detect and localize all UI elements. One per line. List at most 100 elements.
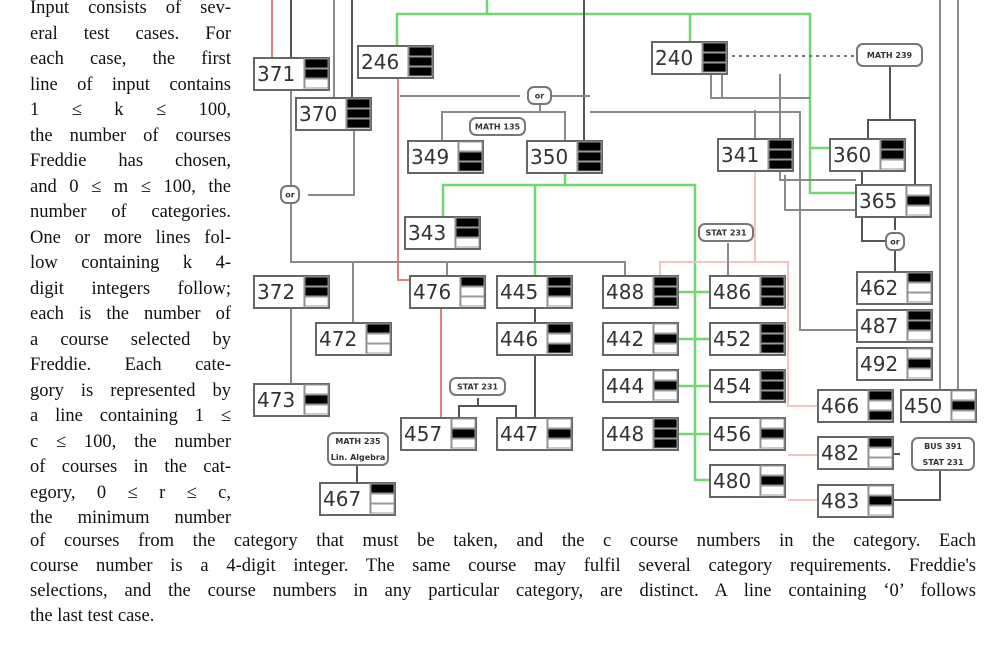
term-offering-bar <box>880 139 905 150</box>
course-number: 445 <box>500 280 538 304</box>
course-number: 482 <box>821 441 859 465</box>
course-number: 240 <box>655 46 693 70</box>
term-offering-bar <box>907 368 932 379</box>
term-offering-bar <box>460 276 485 287</box>
course-number: 349 <box>411 145 449 169</box>
text-line: selections, and the course numbers in an… <box>30 581 976 601</box>
svg-text:MATH 239: MATH 239 <box>867 51 913 60</box>
prerequisite-edge <box>660 261 818 407</box>
prerequisite-edge <box>290 204 626 276</box>
term-offering-bar <box>547 276 572 287</box>
course-node-483: 483 <box>817 484 894 518</box>
course-node-487: 487 <box>856 309 933 343</box>
term-offering-bar <box>768 159 793 170</box>
term-offering-bar <box>760 418 785 429</box>
term-offering-bar <box>868 410 893 421</box>
text-line: of courses in the cat- <box>30 457 231 477</box>
course-number: 462 <box>860 276 898 300</box>
course-number: 487 <box>860 314 898 338</box>
term-offering-bar <box>868 437 893 448</box>
term-offering-bar <box>906 185 931 196</box>
term-offering-bar <box>547 323 572 334</box>
term-offering-bar <box>458 161 483 172</box>
term-offering-bar <box>547 333 572 344</box>
term-offering-bar <box>868 457 893 468</box>
course-node-442: 442 <box>602 322 679 356</box>
term-offering-bar <box>907 272 932 283</box>
prerequisite-edge <box>458 398 479 418</box>
term-offering-bar <box>304 286 329 297</box>
term-offering-bar <box>760 485 785 496</box>
course-number: 483 <box>821 489 859 513</box>
prerequisite-edge <box>808 148 856 195</box>
course-node-343: 343 <box>404 216 481 250</box>
term-offering-bar <box>760 276 785 287</box>
text-line: digit integers follow; <box>30 278 231 299</box>
prerequisite-edge <box>808 46 830 150</box>
or-gate: or <box>280 185 300 204</box>
term-offering-bar <box>907 310 932 321</box>
term-offering-bar <box>702 62 727 73</box>
course-node-444: 444 <box>602 369 679 403</box>
term-offering-bar <box>868 447 893 458</box>
term-offering-bar <box>768 139 793 150</box>
term-offering-bar <box>951 410 976 421</box>
text-line: egory, 0 ≤ r ≤ c, <box>30 482 231 503</box>
term-offering-bar <box>547 428 572 439</box>
term-offering-bar <box>304 276 329 287</box>
prerequisite-edge <box>565 183 710 482</box>
text-line: each is the number of <box>30 304 231 324</box>
text-line: Freddie. Each cate- <box>30 355 231 375</box>
course-node-372: 372 <box>253 275 330 309</box>
term-offering-bar <box>653 390 678 401</box>
course-number: 473 <box>257 388 295 412</box>
diagram-edges <box>271 0 959 501</box>
term-offering-bar <box>547 296 572 307</box>
text-line: a course selected by <box>30 329 231 350</box>
prerequisite-edge <box>441 104 541 141</box>
course-number: 486 <box>713 280 751 304</box>
course-number: 472 <box>319 327 357 351</box>
term-offering-bar <box>760 286 785 297</box>
text-line: the minimum number <box>30 508 231 528</box>
tag-stat231-b: STAT 231 <box>449 377 506 396</box>
term-offering-bar <box>760 343 785 354</box>
term-offering-bar <box>880 149 905 160</box>
course-number: 467 <box>323 487 361 511</box>
term-offering-bar <box>653 286 678 297</box>
term-offering-bar <box>760 323 785 334</box>
text-line: course number is a 4-digit integer. The … <box>30 556 976 576</box>
tag-math239: MATH 239 <box>856 43 923 67</box>
svg-text:Lin. Algebra: Lin. Algebra <box>331 453 386 462</box>
term-offering-bar <box>577 141 602 152</box>
course-node-445: 445 <box>496 275 573 309</box>
course-number: 444 <box>606 374 644 398</box>
term-offering-bar <box>907 320 932 331</box>
term-offering-bar <box>304 384 329 395</box>
term-offering-bar <box>304 58 329 69</box>
svg-text:STAT 231: STAT 231 <box>457 383 499 392</box>
term-offering-bar <box>304 296 329 307</box>
term-offering-bar <box>458 141 483 152</box>
text-line: Freddie has chosen, <box>30 151 231 171</box>
course-number: 454 <box>713 374 751 398</box>
text-line: low containing k 4- <box>30 253 231 273</box>
prerequisite-edge <box>784 175 830 211</box>
course-node-447: 447 <box>496 417 573 451</box>
course-number: 476 <box>413 280 451 304</box>
course-number: 447 <box>500 422 538 446</box>
course-node-472: 472 <box>315 322 392 356</box>
term-offering-bar <box>653 428 678 439</box>
course-node-240: 240 <box>651 41 728 75</box>
term-offering-bar <box>907 348 932 359</box>
term-offering-bar <box>451 438 476 449</box>
course-number: 456 <box>713 422 751 446</box>
text-line: the last test case. <box>30 606 155 626</box>
text-line: c ≤ 100, the number <box>30 431 231 452</box>
term-offering-bar <box>653 370 678 381</box>
term-offering-bar <box>653 333 678 344</box>
prerequisite-edge <box>720 74 723 99</box>
